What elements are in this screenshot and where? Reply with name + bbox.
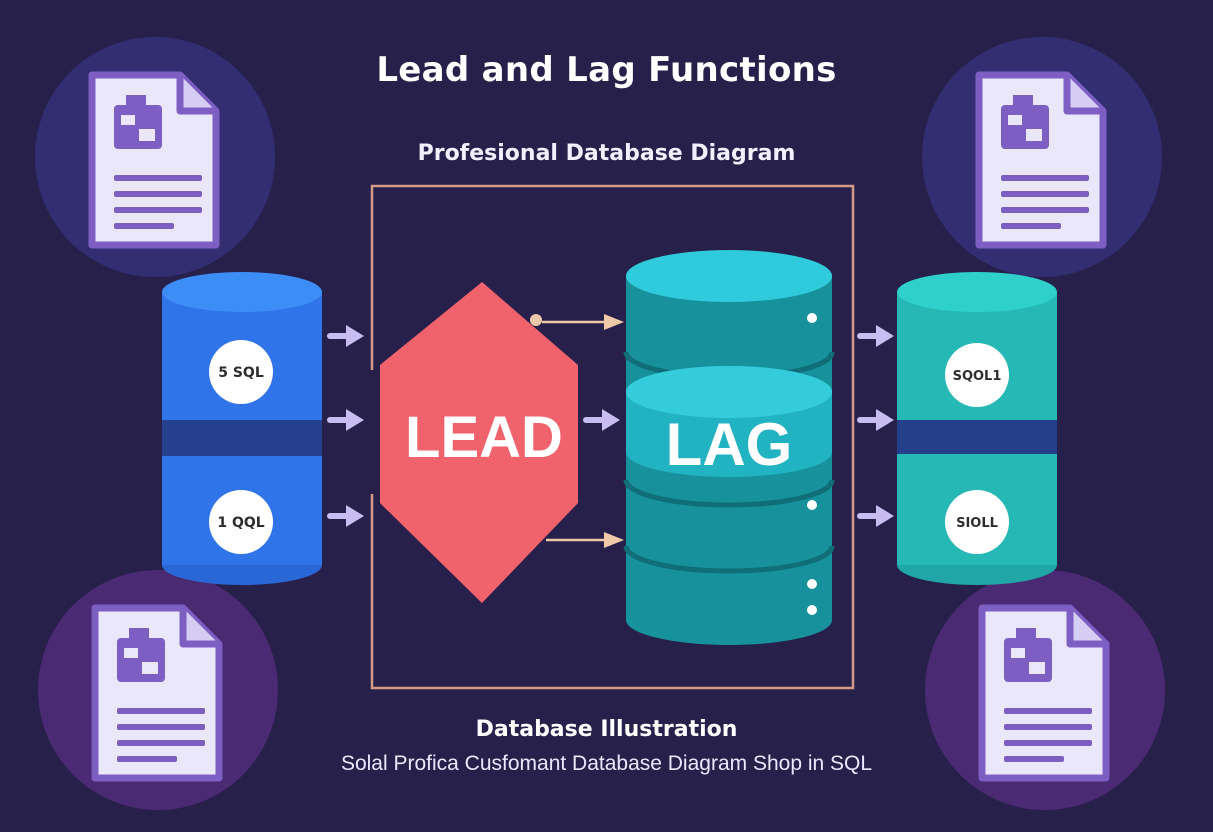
document-badge-bottom-right bbox=[925, 570, 1165, 810]
connector-frame bbox=[370, 184, 855, 690]
page-title: Lead and Lag Functions bbox=[376, 50, 837, 90]
left-db-bottom-badge bbox=[209, 490, 273, 554]
left-database bbox=[162, 272, 322, 585]
arrow-right-icon bbox=[530, 314, 624, 330]
left-db-bottom-label: 1 QQL bbox=[217, 515, 264, 531]
arrow-right-icon bbox=[330, 505, 364, 527]
footer-title: Database Illustration bbox=[475, 717, 738, 742]
lag-label: LAG bbox=[666, 411, 793, 478]
right-db-top-badge bbox=[945, 343, 1009, 407]
lead-label: LEAD bbox=[405, 405, 563, 470]
arrow-right-icon bbox=[586, 409, 620, 431]
left-db-top-badge bbox=[209, 340, 273, 404]
right-db-top-label: SQOL1 bbox=[953, 369, 1002, 384]
left-db-top-label: 5 SQL bbox=[218, 365, 264, 381]
arrow-right-icon bbox=[860, 409, 894, 431]
document-badge-bottom-left bbox=[38, 570, 278, 810]
arrow-right-icon bbox=[546, 532, 624, 548]
arrow-right-icon bbox=[860, 505, 894, 527]
right-database bbox=[897, 272, 1057, 585]
document-badge-top-right bbox=[922, 37, 1162, 277]
page-subtitle: Profesional Database Diagram bbox=[417, 141, 796, 166]
right-db-bottom-label: SIOLL bbox=[956, 516, 998, 531]
lead-shape bbox=[380, 282, 578, 603]
arrow-right-icon bbox=[330, 325, 364, 347]
right-db-bottom-badge bbox=[945, 490, 1009, 554]
arrow-right-icon bbox=[860, 325, 894, 347]
arrow-right-icon bbox=[330, 409, 364, 431]
document-badge-top-left bbox=[35, 37, 275, 277]
footer-caption: Solal Profica Cusfomant Database Diagram… bbox=[340, 752, 873, 775]
lag-database bbox=[623, 250, 835, 645]
